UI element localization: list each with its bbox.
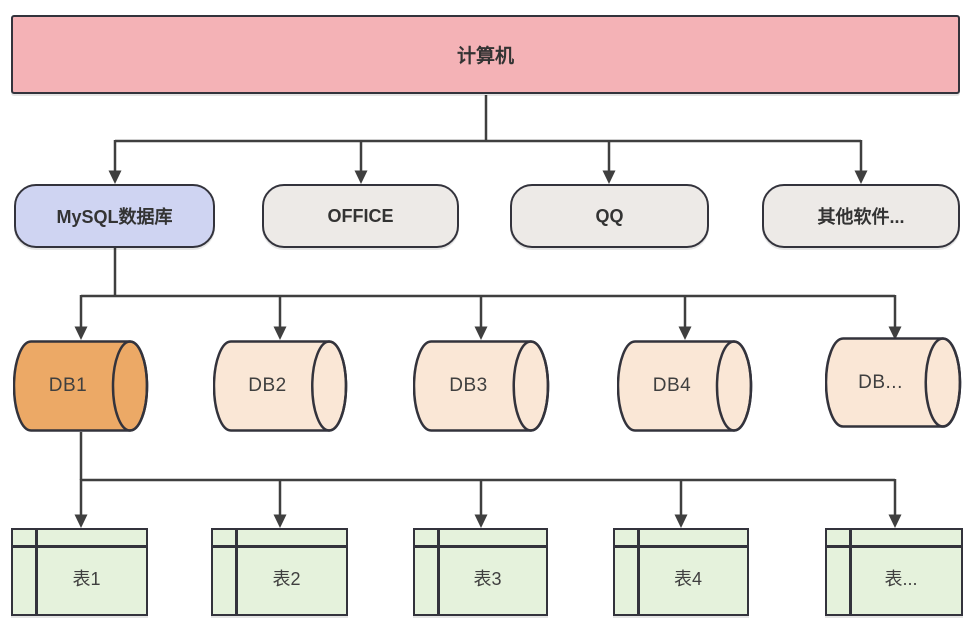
node-office: OFFICE (262, 184, 459, 248)
cylinder-shape (825, 337, 962, 428)
node-db3: DB3 (413, 340, 550, 432)
node-table3-label: 表3 (473, 569, 502, 589)
node-db-more-label: DB... (858, 371, 903, 393)
arrowhead (678, 326, 692, 340)
node-other-software-label: 其他软件... (817, 207, 905, 227)
arrowhead (674, 514, 688, 528)
node-db-more: DB... (825, 337, 962, 428)
node-other-software: 其他软件... (762, 184, 960, 248)
node-office-label: OFFICE (327, 205, 394, 226)
node-table1-label: 表1 (72, 569, 101, 589)
node-qq: QQ (510, 184, 709, 248)
arrowhead (474, 514, 488, 528)
arrowhead (273, 326, 287, 340)
node-table1: 表1 (11, 528, 148, 616)
node-table2: 表2 (211, 528, 348, 616)
cylinder-shape (413, 340, 550, 432)
node-table4-label: 表4 (673, 569, 702, 589)
arrowhead (854, 170, 868, 184)
arrowhead (74, 326, 88, 340)
node-table2-label: 表2 (272, 569, 301, 589)
arrowhead (888, 514, 902, 528)
node-db4-label: DB4 (652, 375, 692, 396)
node-db1-label: DB1 (48, 375, 88, 396)
cylinder-shape (617, 340, 753, 432)
node-db2-label: DB2 (248, 375, 287, 396)
node-table-more: 表... (825, 528, 963, 616)
node-table-more-label: 表... (884, 569, 918, 589)
arrowhead (74, 514, 88, 528)
cylinder-shape (213, 340, 348, 432)
arrowhead (474, 326, 488, 340)
arrowhead (273, 514, 287, 528)
node-table4: 表4 (613, 528, 749, 616)
node-db4: DB4 (617, 340, 753, 432)
node-qq-label: QQ (595, 205, 624, 226)
node-computer-label: 计算机 (456, 46, 514, 67)
arrowhead (108, 170, 122, 184)
node-db2: DB2 (213, 340, 348, 432)
node-table3: 表3 (413, 528, 548, 616)
arrowhead (602, 170, 616, 184)
arrowhead (354, 170, 368, 184)
node-db3-label: DB3 (449, 375, 488, 396)
cylinder-shape (13, 340, 149, 432)
node-db1: DB1 (13, 340, 149, 432)
node-mysql-database-label: MySQL数据库 (56, 207, 173, 227)
node-computer: 计算机 (11, 15, 960, 94)
arrowhead (888, 326, 902, 340)
node-mysql-database: MySQL数据库 (14, 184, 215, 248)
